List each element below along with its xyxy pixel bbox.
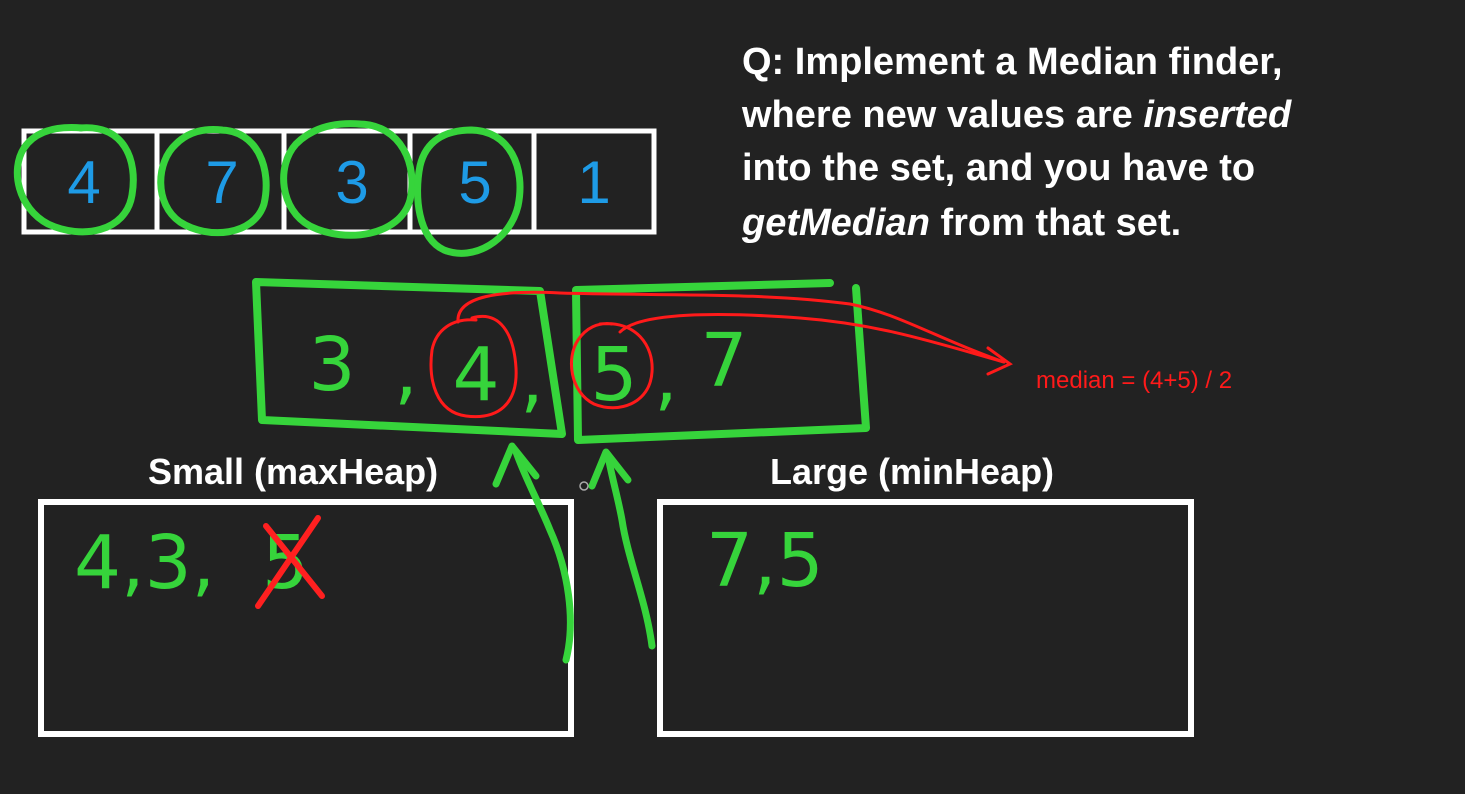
question-line-2-text: where new values are xyxy=(741,94,1143,136)
arrow-head-icon xyxy=(588,448,632,490)
small-half-comma: , xyxy=(520,336,544,422)
median-connector xyxy=(618,313,1006,364)
large-heap-contents: 7,5 xyxy=(706,518,824,604)
large-half-box xyxy=(572,279,870,444)
array-cell-value: 3 xyxy=(335,149,368,216)
inserted-circle-mark xyxy=(280,120,416,239)
median-connector xyxy=(456,290,1006,364)
small-heap-contents: 4,3, xyxy=(74,520,215,606)
array-cell-value: 4 xyxy=(67,149,100,216)
input-array: 4 7 3 5 1 xyxy=(13,120,657,257)
question-text: Q: Implement a Median finder, where new … xyxy=(741,41,1292,244)
array-cell-value: 7 xyxy=(205,149,238,216)
question-line-2-emphasis: inserted xyxy=(1143,94,1292,136)
small-half-value: 3 xyxy=(308,322,355,408)
arrow-head-icon xyxy=(986,346,1013,376)
large-heap-arrow xyxy=(604,452,656,650)
question-line-3: into the set, and you have to xyxy=(742,147,1255,189)
large-half-value: 7 xyxy=(700,318,747,404)
array-cell-value: 1 xyxy=(577,149,610,216)
question-line-4: getMedian from that set. xyxy=(741,202,1181,244)
question-line-4-emphasis: getMedian xyxy=(741,202,930,244)
question-line-4-text: from that set. xyxy=(930,202,1181,244)
large-heap-label: Large (minHeap) xyxy=(770,451,1054,492)
question-line-1: Q: Implement a Median finder, xyxy=(742,41,1283,83)
question-line-2: where new values are inserted xyxy=(741,94,1292,136)
small-heap-arrow xyxy=(512,448,574,664)
small-half-comma: , xyxy=(394,328,418,414)
median-circle-mark xyxy=(570,322,654,410)
inserted-circle-mark xyxy=(414,126,524,257)
cross-out-icon xyxy=(255,515,325,609)
sorted-halves: 3 , 4 , 5 , 7 xyxy=(252,278,870,444)
arrow-head-icon xyxy=(492,442,540,488)
array-cell-value: 5 xyxy=(458,149,491,216)
inserted-circle-mark xyxy=(157,126,270,237)
median-circle-mark xyxy=(429,315,518,419)
inserted-circle-mark xyxy=(13,124,137,236)
cursor-icon xyxy=(579,481,589,491)
small-half-box xyxy=(252,278,566,438)
large-heap-box xyxy=(657,499,1194,737)
median-formula: median = (4+5) / 2 xyxy=(1036,367,1232,394)
small-heap-label: Small (maxHeap) xyxy=(148,451,438,492)
large-half-comma: , xyxy=(654,334,678,420)
small-half-median-value: 4 xyxy=(452,332,499,418)
median-annotation xyxy=(429,290,1013,419)
